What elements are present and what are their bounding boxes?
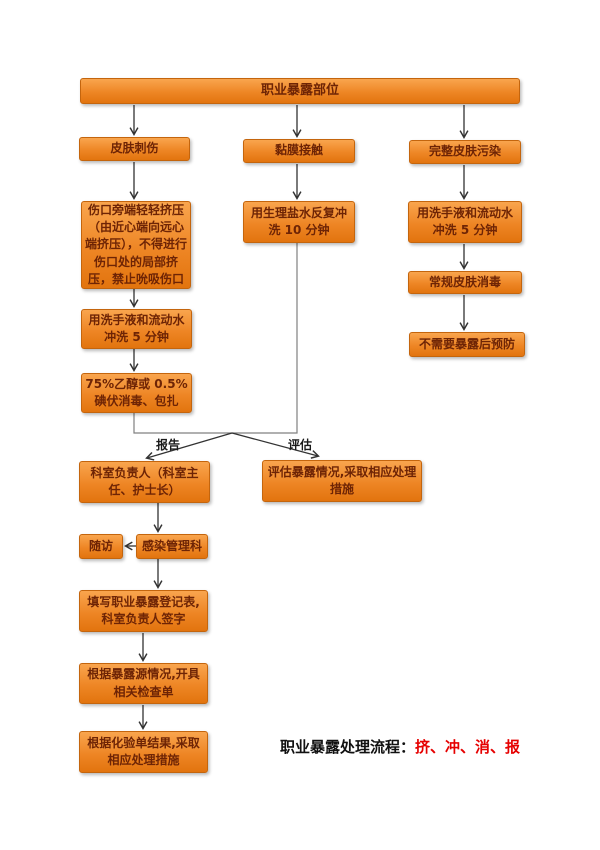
node-intact-skin: 完整皮肤污染 (409, 140, 521, 164)
node-order-tests: 根据暴露源情况,开具相关检查单 (79, 663, 208, 704)
node-evaluate-action: 评估暴露情况,采取相应处理措施 (262, 460, 422, 502)
node-take-measures: 根据化验单结果,采取相应处理措施 (79, 731, 208, 773)
node-infection-dept: 感染管理科 (136, 534, 208, 559)
caption: 职业暴露处理流程：挤、冲、消、报 (280, 736, 580, 757)
node-skin-puncture: 皮肤刺伤 (79, 137, 190, 161)
caption-prefix: 职业暴露处理流程： (280, 738, 416, 756)
node-squeeze-wound: 伤口旁端轻轻挤压（由近心端向远心端挤压），不得进行伤口处的局部挤压，禁止吮吸伤口 (81, 201, 191, 289)
caption-highlight: 挤、冲、消、报 (415, 738, 521, 756)
node-exposure-site: 职业暴露部位 (80, 78, 520, 104)
node-fill-form: 填写职业暴露登记表,科室负责人签字 (79, 590, 208, 632)
node-saline-rinse: 用生理盐水反复冲洗 10 分钟 (243, 201, 355, 243)
edge-label-evaluate: 评估 (288, 438, 313, 452)
node-mucosa-contact: 黏膜接触 (243, 139, 355, 163)
node-routine-disinfect: 常规皮肤消毒 (408, 271, 522, 294)
node-followup: 随访 (79, 534, 123, 559)
edge-label-report: 报告 (156, 438, 181, 452)
node-wash-right: 用洗手液和流动水冲洗 5 分钟 (408, 201, 522, 243)
node-ethanol-disinfect: 75%乙醇或 0.5%碘伏消毒、包扎 (81, 373, 192, 413)
node-no-pep: 不需要暴露后预防 (409, 332, 525, 357)
node-dept-head: 科室负责人（科室主任、护士长） (79, 461, 210, 503)
node-wash-left: 用洗手液和流动水冲洗 5 分钟 (81, 309, 192, 349)
